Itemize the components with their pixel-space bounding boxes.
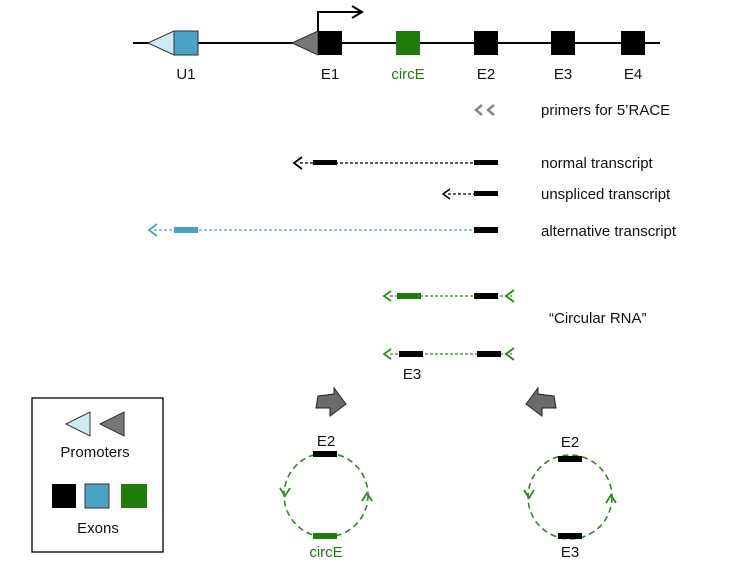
arrow-left-icon — [147, 223, 158, 237]
exon-circe — [396, 31, 420, 55]
exon-e4 — [621, 31, 645, 55]
exon-segment-u1 — [174, 227, 198, 233]
circle-2-top-label: E2 — [561, 434, 579, 451]
chevron-up-icon — [361, 491, 373, 502]
exon-segment-e2 — [474, 191, 498, 196]
exon-e3 — [551, 31, 575, 55]
linear-e3-label: E3 — [403, 366, 421, 383]
arrow-left-icon — [441, 188, 451, 200]
exon-segment-e2 — [474, 293, 498, 299]
exon-segment-e2 — [477, 351, 501, 357]
exon-label-e4: E4 — [624, 66, 642, 83]
circular-rna-label: “Circular RNA” — [549, 310, 647, 327]
circular-read-e3: E3 — [382, 347, 515, 383]
u1-promoter-icon — [146, 30, 175, 56]
exon-label-e1: E1 — [321, 66, 339, 83]
legend-promoter-light-icon — [64, 411, 91, 437]
primer-arrow-icon — [474, 104, 483, 116]
exon-segment-e2 — [313, 451, 337, 457]
arrow-left-icon — [292, 156, 303, 170]
exon-label-e2: E2 — [477, 66, 495, 83]
exon-segment-e2 — [558, 456, 582, 462]
primer-arrow-icon — [486, 104, 495, 116]
exon-label-e3: E3 — [554, 66, 572, 83]
exon-segment-e3 — [399, 351, 423, 357]
down-arrow-right-icon — [525, 386, 557, 417]
circle-1-bottom-label: circE — [309, 544, 342, 561]
circular-rna-2: E2 E3 — [523, 434, 617, 561]
gene-structure: U1 E1 circE E2 E3 E4 — [133, 5, 660, 83]
chevron-up-icon — [605, 493, 617, 504]
exon-e1 — [318, 31, 342, 55]
primer-arrow-icon — [504, 289, 515, 303]
legend-promoters-label: Promoters — [60, 444, 129, 461]
chevron-down-icon — [523, 489, 535, 500]
chevron-down-icon — [279, 487, 291, 498]
primers: primers for 5’RACE — [474, 102, 670, 119]
transcript-alternative: alternative transcript — [147, 223, 677, 240]
primers-label: primers for 5’RACE — [541, 102, 670, 119]
tss-arrowhead-icon — [351, 5, 364, 19]
exon-u1 — [173, 30, 199, 56]
exon-segment-circe — [313, 533, 337, 539]
transcript-normal: normal transcript — [292, 155, 654, 172]
exon-e2 — [474, 31, 498, 55]
exon-segment-e1 — [313, 160, 337, 165]
exon-label-u1: U1 — [176, 66, 195, 83]
legend-box — [31, 397, 164, 553]
arrow-left-icon — [382, 290, 392, 302]
exon-segment-e3 — [558, 533, 582, 539]
legend-exons-label: Exons — [77, 520, 119, 537]
transcript-label-unspliced: unspliced transcript — [541, 186, 671, 203]
down-arrow-left-icon — [315, 386, 347, 417]
tss-arrow-icon — [317, 11, 360, 31]
legend-promoter-gray-icon — [98, 411, 125, 437]
primer-arrow-icon — [504, 347, 515, 361]
legend-exon-blue-icon — [84, 483, 110, 509]
legend-exon-black-icon — [52, 484, 76, 508]
circular-read-circe — [382, 289, 515, 303]
transcript-label-normal: normal transcript — [541, 155, 654, 172]
circular-rna-1: E2 circE — [279, 433, 373, 561]
exon-segment-e2 — [474, 160, 498, 165]
exon-segment-e2 — [474, 227, 498, 233]
legend-exon-green-icon — [121, 484, 147, 508]
e1-promoter-icon — [290, 30, 319, 56]
circle-1-top-label: E2 — [317, 433, 335, 450]
legend: Promoters Exons — [31, 397, 164, 553]
transcript-unspliced: unspliced transcript — [441, 186, 671, 203]
transcript-label-alternative: alternative transcript — [541, 223, 677, 240]
exon-segment-circe — [397, 293, 421, 299]
arrow-left-icon — [382, 348, 392, 360]
circle-2-bottom-label: E3 — [561, 544, 579, 561]
exon-label-circe: circE — [391, 66, 424, 83]
